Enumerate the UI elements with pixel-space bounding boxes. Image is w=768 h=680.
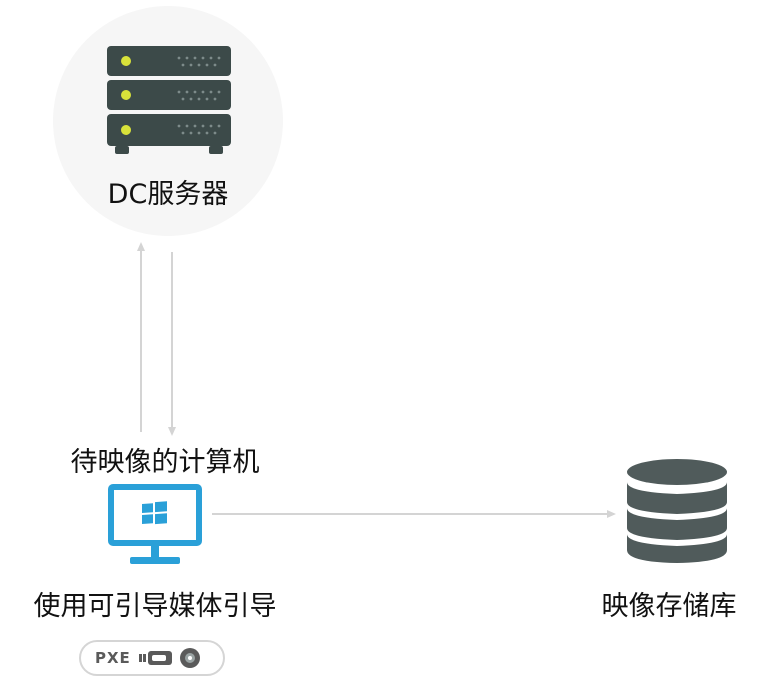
- pxe-text: PXE: [95, 649, 131, 667]
- optical-disc-icon: [179, 648, 200, 668]
- server-rack-icon: [107, 46, 231, 154]
- database-icon: [627, 459, 727, 563]
- windows-monitor-icon: [108, 484, 202, 564]
- server-label: DC服务器: [107, 179, 229, 210]
- image-repository-label: 映像存储库: [601, 591, 737, 622]
- usb-drive-icon: [138, 651, 172, 665]
- target-computer-label: 待映像的计算机: [70, 447, 260, 478]
- boot-media-label: 使用可引导媒体引导: [33, 591, 277, 622]
- boot-media-badge: PXE: [79, 640, 225, 676]
